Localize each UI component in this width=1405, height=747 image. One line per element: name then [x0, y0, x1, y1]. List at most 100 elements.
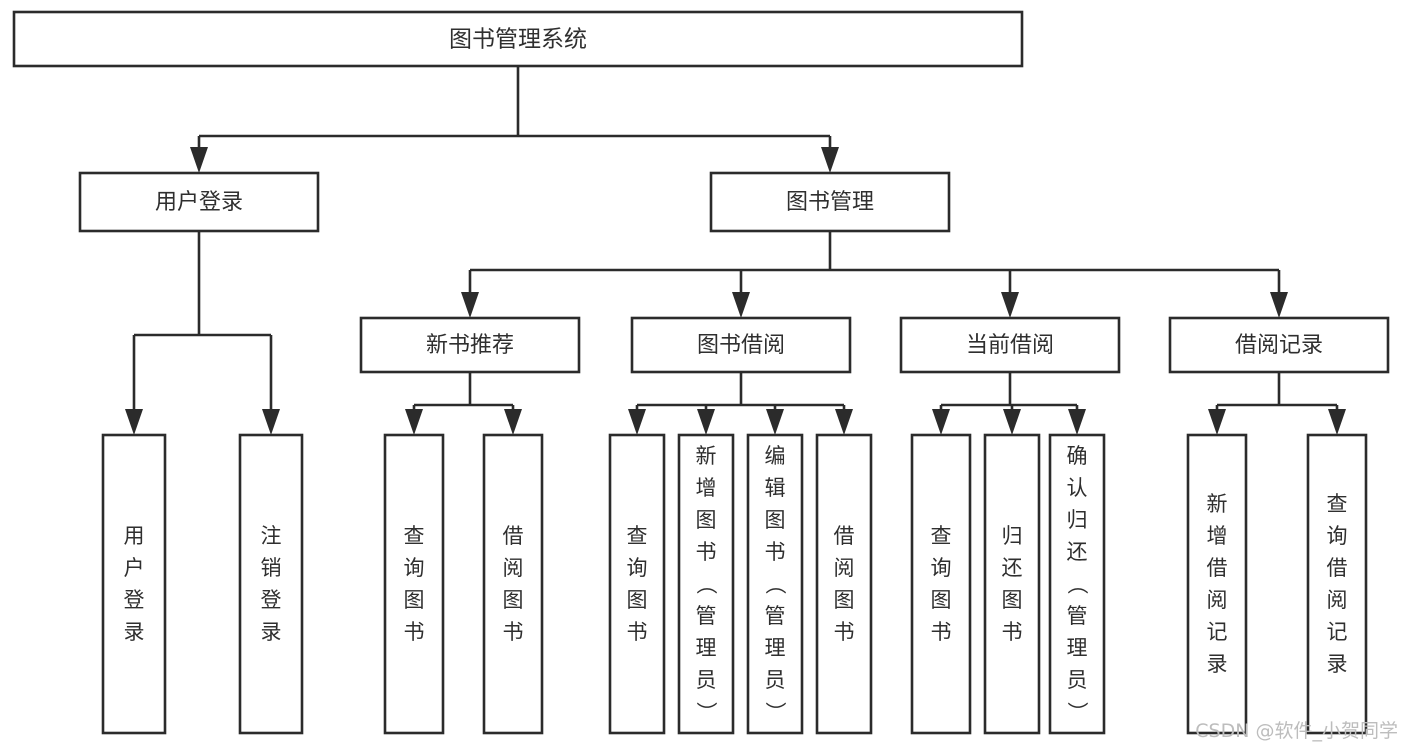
node-level3-0-box[interactable] [359, 316, 581, 374]
node-root[interactable] [12, 10, 1024, 68]
node-leaf-10-label-char: 理 [1067, 636, 1088, 660]
node-leaf-8-label-char: 询 [931, 556, 952, 580]
node-leaf-7[interactable] [815, 433, 873, 735]
node-leaf-3-label-char: 借 [503, 524, 524, 548]
node-leaf-7-label-char: 书 [834, 620, 855, 644]
node-leaf-11[interactable] [1186, 433, 1248, 735]
arrowhead [1328, 409, 1346, 435]
node-leaf-10-label-char: 认 [1067, 476, 1088, 500]
node-level3-1[interactable] [630, 316, 852, 374]
node-leaf-5-box[interactable] [677, 433, 735, 735]
node-leaf-6-label-char: 图 [765, 508, 786, 532]
node-leaf-12-label-char: 借 [1327, 556, 1348, 580]
arrowhead [628, 409, 646, 435]
node-leaf-12[interactable] [1306, 433, 1368, 735]
arrowhead [190, 147, 208, 173]
node-leaf-12-box[interactable] [1306, 433, 1368, 735]
node-level3-2[interactable] [899, 316, 1121, 374]
node-box-layer [12, 10, 1390, 735]
node-leaf-1[interactable] [238, 433, 304, 735]
node-leaf-0-label-char: 用 [124, 524, 145, 548]
node-leaf-9[interactable] [983, 433, 1041, 735]
node-leaf-10-label-char: 员 [1067, 668, 1088, 692]
node-root-box[interactable] [12, 10, 1024, 68]
node-leaf-0-box[interactable] [101, 433, 167, 735]
node-leaf-10-label-char: 确 [1067, 444, 1088, 468]
node-leaf-3-label-char: 书 [503, 620, 524, 644]
node-leaf-8-label-char: 查 [931, 524, 952, 548]
node-leaf-3-box[interactable] [482, 433, 544, 735]
node-leaf-2[interactable] [383, 433, 445, 735]
node-leaf-10-label-char: （ [1065, 574, 1089, 595]
arrowhead [835, 409, 853, 435]
node-leaf-4-label-char: 书 [627, 620, 648, 644]
node-leaf-4[interactable] [608, 433, 666, 735]
node-leaf-6-label-char: 员 [765, 668, 786, 692]
node-leaf-1-box[interactable] [238, 433, 304, 735]
node-level2-0-box[interactable] [78, 171, 320, 233]
arrowhead [1003, 409, 1021, 435]
node-level2-1-box[interactable] [709, 171, 951, 233]
arrowhead [732, 292, 750, 318]
node-leaf-5-label-char: 理 [696, 636, 717, 660]
arrowhead [405, 409, 423, 435]
node-leaf-3[interactable] [482, 433, 544, 735]
node-leaf-6[interactable] [746, 433, 804, 735]
node-leaf-1-label-char: 注 [261, 524, 282, 548]
node-level3-3[interactable] [1168, 316, 1390, 374]
node-leaf-9-label-char: 还 [1002, 556, 1023, 580]
node-leaf-6-label-char: 管 [765, 604, 786, 628]
node-level2-0[interactable] [78, 171, 320, 233]
node-leaf-8-box[interactable] [910, 433, 972, 735]
watermark-text: CSDN @软件_小贺同学 [1195, 720, 1398, 742]
node-level3-0[interactable] [359, 316, 581, 374]
node-leaf-11-box[interactable] [1186, 433, 1248, 735]
node-level3-3-box[interactable] [1168, 316, 1390, 374]
node-leaf-1-label-char: 录 [261, 620, 282, 644]
arrowhead [1001, 292, 1019, 318]
arrowhead [766, 409, 784, 435]
node-leaf-7-box[interactable] [815, 433, 873, 735]
node-leaf-5-label-char: 员 [696, 668, 717, 692]
node-leaf-2-box[interactable] [383, 433, 445, 735]
node-leaf-2-label-char: 查 [404, 524, 425, 548]
node-leaf-5-label-char: 增 [696, 476, 717, 500]
node-leaf-0[interactable] [101, 433, 167, 735]
node-level3-0-label: 新书推荐 [426, 333, 514, 358]
node-level3-2-box[interactable] [899, 316, 1121, 374]
arrowhead-layer [125, 147, 1346, 435]
arrowhead [125, 409, 143, 435]
node-leaf-6-box[interactable] [746, 433, 804, 735]
node-leaf-10[interactable] [1048, 433, 1106, 735]
node-leaf-11-label-char: 录 [1207, 652, 1228, 676]
node-level3-1-box[interactable] [630, 316, 852, 374]
node-leaf-10-label-char: 管 [1067, 604, 1088, 628]
arrowhead [1270, 292, 1288, 318]
node-leaf-5-label-char: 书 [696, 540, 717, 564]
node-leaf-1-label-char: 销 [261, 556, 282, 580]
node-leaf-4-box[interactable] [608, 433, 666, 735]
node-level2-1[interactable] [709, 171, 951, 233]
node-leaf-9-label-char: 书 [1002, 620, 1023, 644]
node-leaf-5-label-char: 图 [696, 508, 717, 532]
node-leaf-9-box[interactable] [983, 433, 1041, 735]
node-leaf-9-label-char: 归 [1002, 524, 1023, 548]
node-leaf-7-label-char: 图 [834, 588, 855, 612]
node-leaf-12-label-char: 阅 [1327, 588, 1348, 612]
arrowhead [697, 409, 715, 435]
node-leaf-8[interactable] [910, 433, 972, 735]
node-leaf-5[interactable] [677, 433, 735, 735]
node-leaf-10-box[interactable] [1048, 433, 1106, 735]
node-leaf-9-label-char: 图 [1002, 588, 1023, 612]
arrowhead [504, 409, 522, 435]
node-leaf-3-label-char: 阅 [503, 556, 524, 580]
node-label-layer: 图书管理系统用户登录图书管理新书推荐图书借阅当前借阅借阅记录用户登录注销登录查询… [124, 27, 1348, 723]
